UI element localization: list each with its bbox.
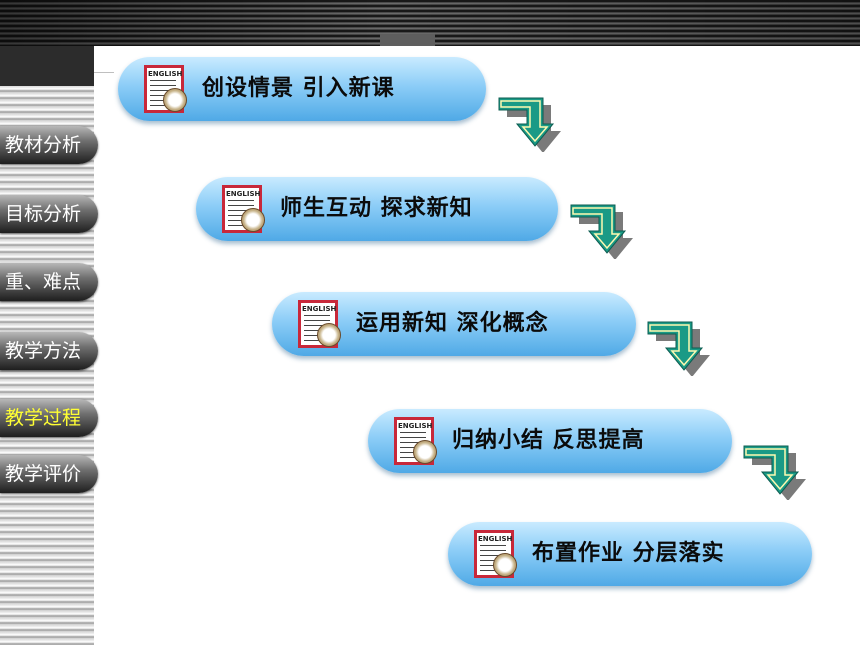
card-title: ENGLISH [398,422,433,430]
nav-button-jiaoxue-pingjia[interactable]: 教学评价 [0,455,98,493]
step-pill-2[interactable]: ENGLISH 师生互动 探求新知 [196,177,558,241]
step-label: 师生互动 探求新知 [280,196,473,221]
left-dark-block [0,46,94,86]
card-title: ENGLISH [302,305,337,313]
step-pill-4[interactable]: ENGLISH 归纳小结 反思提高 [368,409,732,473]
card-title: ENGLISH [478,535,513,543]
stopwatch-icon [493,553,517,577]
nav-button-jiaoxue-fangfa[interactable]: 教学方法 [0,332,98,370]
english-checklist-icon: ENGLISH [394,417,437,465]
nav-button-jiaoxue-guocheng[interactable]: 教学过程 [0,399,98,437]
step-label: 布置作业 分层落实 [532,541,725,566]
nav-button-mubiao-fenxi[interactable]: 目标分析 [0,195,98,233]
english-checklist-icon: ENGLISH [144,65,187,113]
down-right-arrow-icon [647,321,710,376]
step-pill-1[interactable]: ENGLISH 创设情景 引入新课 [118,57,486,121]
top-bar-tab [380,34,435,46]
down-right-arrow-icon [743,445,806,500]
english-checklist-icon: ENGLISH [298,300,341,348]
divider-line [94,72,114,73]
stopwatch-icon [317,323,341,347]
stopwatch-icon [241,208,265,232]
english-checklist-icon: ENGLISH [222,185,265,233]
nav-button-jiaocai-fenxi[interactable]: 教材分析 [0,126,98,164]
step-label: 归纳小结 反思提高 [452,428,645,453]
nav-button-zhong-nandian[interactable]: 重、难点 [0,263,98,301]
down-right-arrow-icon [498,97,561,152]
step-label: 运用新知 深化概念 [356,311,549,336]
step-pill-5[interactable]: ENGLISH 布置作业 分层落实 [448,522,812,586]
card-title: ENGLISH [148,70,183,78]
down-right-arrow-icon [570,204,633,259]
stopwatch-icon [163,88,187,112]
card-title: ENGLISH [226,190,261,198]
step-label: 创设情景 引入新课 [202,76,395,101]
step-pill-3[interactable]: ENGLISH 运用新知 深化概念 [272,292,636,356]
stopwatch-icon [413,440,437,464]
english-checklist-icon: ENGLISH [474,530,517,578]
